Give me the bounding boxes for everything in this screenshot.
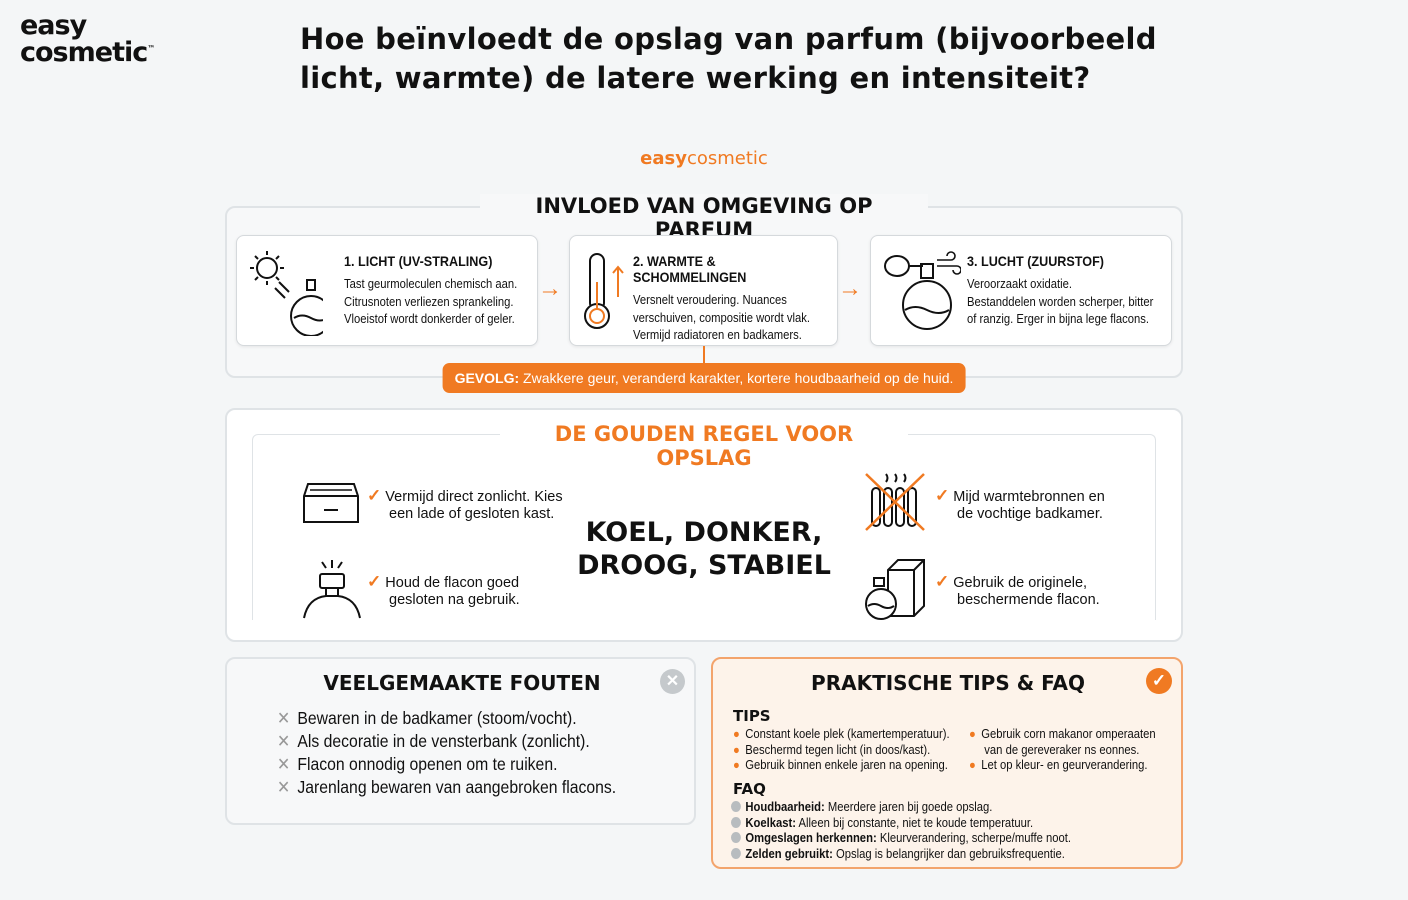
x-icon: ✕	[277, 777, 291, 797]
page-title: Hoe beïnvloedt de opslag van parfum (bij…	[300, 22, 1157, 95]
brand-mark: easycosmetic	[640, 148, 768, 169]
card-line: Citrusnoten verliezen sprankeling.	[344, 294, 514, 309]
card-line: of ranzig. Erger in bijna lege flacons.	[967, 312, 1149, 326]
tip-item: ●Gebruik binnen enkele jaren na opening.	[733, 758, 948, 772]
mistake-item: ✕Flacon onnodig openen om te ruiken.	[277, 754, 558, 774]
connector-line	[703, 346, 705, 363]
tip-item: ●Beschermd tegen licht (in doos/kast).	[733, 742, 931, 757]
tips-label: TIPS	[733, 707, 771, 725]
thermometer-icon	[584, 253, 624, 329]
faq-item: Houdbaarheid: Meerdere jaren bij goede o…	[731, 800, 1071, 816]
card-line: Versnelt veroudering. Nuances	[633, 293, 787, 307]
tip-item: ●Constant koele plek (kamertemperatuur).	[733, 727, 950, 741]
card-heat: 2. WARMTE & SCHOMMELINGEN Versnelt veroud…	[569, 235, 838, 346]
info-icon	[731, 816, 741, 828]
check-icon: ✓	[367, 486, 382, 505]
card-line: Vermijd radiatoren en badkamers.	[633, 328, 802, 342]
mistake-item: ✕Jarenlang bewaren van aangebroken flaco…	[277, 777, 617, 797]
arrow-right-icon: →	[538, 275, 562, 302]
drawer-icon	[303, 483, 359, 523]
card-title: 3. LUCHT (ZUURSTOF)	[967, 253, 1104, 269]
card-title: 1. LICHT (UV-STRALING)	[344, 253, 493, 269]
golden-rule-summary: KOEL, DONKER,DROOG, STABIEL	[577, 517, 831, 581]
x-icon: ✕	[277, 754, 291, 774]
x-icon: ✕	[277, 731, 291, 751]
faq-item: Omgeslagen herkennen: Kleurverandering, …	[731, 831, 1071, 847]
atomizer-wind-icon	[884, 251, 961, 330]
card-air: 3. LUCHT (ZUURSTOF) Veroorzaakt oxidatie.…	[870, 235, 1172, 346]
info-icon	[731, 801, 741, 812]
rule-item: ✓ Gebruik de originele,beschermende flac…	[935, 572, 1100, 608]
faq-item: Zelden gebruikt: Opslag is belangrijker …	[731, 847, 1071, 863]
card-line: Bestanddelen worden scherper, bitter	[967, 294, 1154, 309]
mistake-item: ✕Bewaren in de badkamer (stoom/vocht).	[277, 708, 577, 728]
tip-item: ●Let op kleur- en geurverandering.	[969, 758, 1148, 772]
faq-list: Houdbaarheid: Meerdere jaren bij goede o…	[731, 800, 1071, 862]
faq-item: Koelkast: Alleen bij constante, niet te …	[731, 816, 1071, 832]
check-circle-icon: ✓	[1146, 668, 1172, 694]
info-icon	[731, 832, 741, 843]
closed-bottle-icon	[303, 560, 361, 619]
arrow-right-icon: →	[838, 275, 862, 302]
card-line: Veroorzaakt oxidatie.	[967, 277, 1073, 291]
close-circle-icon: ✕	[660, 669, 685, 694]
card-line: Vloeistof wordt donkerder of geler.	[344, 312, 515, 326]
check-icon: ✓	[935, 486, 950, 505]
tip-item: ●Gebruik corn makanor omperaaten	[969, 727, 1156, 741]
card-light: 1. LICHT (UV-STRALING) Tast geurmoleculen…	[236, 235, 538, 346]
info-icon	[731, 847, 741, 859]
tips-list-left: ●Constant koele plek (kamertemperatuur).…	[733, 727, 950, 774]
mistakes-panel: VEELGEMAAKTE FOUTEN ✕ ✕Bewaren in de bad…	[225, 657, 696, 825]
card-title: 2. WARMTE & SCHOMMELINGEN	[633, 253, 747, 285]
mistake-item: ✕Als decoratie in de vensterbank (zonlic…	[277, 731, 590, 751]
golden-rule-title: DE GOUDEN REGEL VOOR OPSLAG	[500, 422, 908, 470]
check-icon: ✓	[367, 572, 382, 591]
bottle-box-icon	[865, 559, 925, 620]
check-icon: ✓	[935, 572, 950, 591]
faq-label: FAQ	[733, 780, 766, 798]
x-icon: ✕	[277, 708, 291, 728]
sun-perfume-icon	[250, 251, 323, 336]
crossed-radiator-icon	[865, 473, 925, 531]
card-line: Tast geurmoleculen chemisch aan.	[344, 277, 518, 291]
consequence-banner: GEVOLG: Zwakkere geur, veranderd karakte…	[442, 363, 966, 393]
tips-title: PRAKTISCHE TIPS & FAQ	[811, 671, 1085, 695]
mistakes-title: VEELGEMAAKTE FOUTEN	[323, 671, 601, 695]
tips-list-right: ●Gebruik corn makanor omperaaten van de …	[969, 727, 1156, 772]
tips-panel: PRAKTISCHE TIPS & FAQ ✓ TIPS ●Constant k…	[711, 657, 1183, 869]
card-line: verschuiven, compositie wordt vlak.	[633, 310, 810, 325]
